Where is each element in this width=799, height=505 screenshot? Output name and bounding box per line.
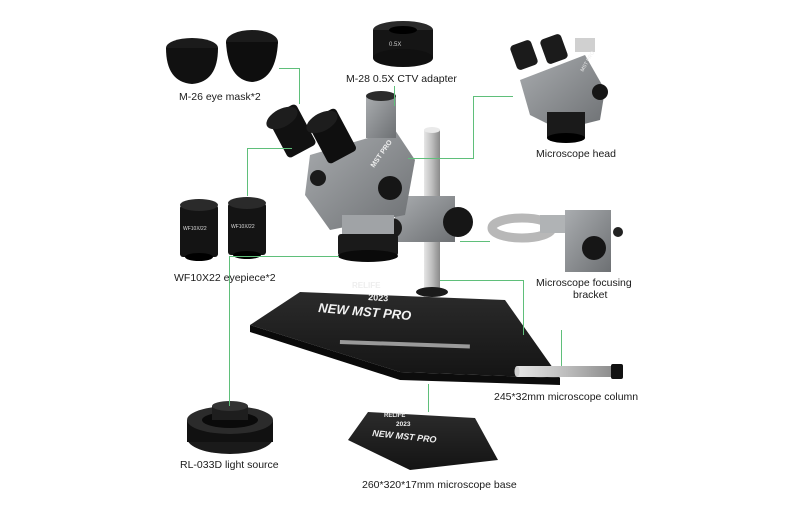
light-source-image [187, 401, 273, 454]
label-microscope-head: Microscope head [536, 148, 616, 160]
microscope-head-image: MST PRO [510, 34, 608, 143]
label-focusing-bracket-1: Microscope focusing [536, 277, 632, 289]
base-brand: RELIFE [352, 281, 381, 290]
label-eyepiece: WF10X22 eyepiece*2 [174, 272, 276, 284]
leader-light [229, 256, 230, 406]
eyepiece-marking-2: WF10X/22 [231, 224, 255, 230]
main-microscope-image: RELIFE 2023 NEW MST PRO MST PRO [250, 91, 560, 385]
label-eye-mask: M-26 eye mask*2 [179, 91, 261, 103]
label-light-source: RL-033D light source [180, 459, 279, 471]
eyepiece-image: WF10X/22 WF10X/22 [180, 197, 266, 261]
leader-head-h2 [408, 158, 474, 159]
leader-eyepiece-v [247, 148, 248, 196]
label-column: 245*32mm microscope column [494, 391, 639, 403]
leader-base [428, 384, 429, 412]
ctv-adapter-image: 0.5X [373, 21, 433, 67]
small-base-year: 2023 [396, 421, 411, 428]
leader-column [440, 280, 524, 281]
label-ctv-adapter: M-28 0.5X CTV adapter [346, 73, 457, 85]
leader-light-h [229, 256, 339, 257]
leader-eyepiece [247, 148, 292, 149]
leader-head [473, 96, 474, 158]
microscope-base-image: RELIFE 2023 NEW MST PRO [348, 412, 498, 470]
leader-eye-mask [279, 68, 300, 69]
small-base-brand: RELIFE [384, 413, 405, 419]
column-image [514, 364, 623, 379]
leader-ctv [394, 86, 395, 106]
leader-head-h [473, 96, 513, 97]
label-focusing-bracket-2: bracket [573, 289, 608, 301]
eyepiece-marking-1: WF10X/22 [183, 226, 207, 232]
leader-bracket [460, 241, 490, 242]
leader-bracket-v [523, 280, 524, 335]
leader-eye-mask-v [299, 68, 300, 104]
leader-column-v [561, 330, 562, 366]
eye-mask-image [166, 30, 278, 84]
focusing-bracket-image [487, 210, 623, 272]
base-year: 2023 [368, 292, 389, 303]
adapter-marking: 0.5X [389, 42, 401, 48]
label-base: 260*320*17mm microscope base [362, 479, 517, 491]
